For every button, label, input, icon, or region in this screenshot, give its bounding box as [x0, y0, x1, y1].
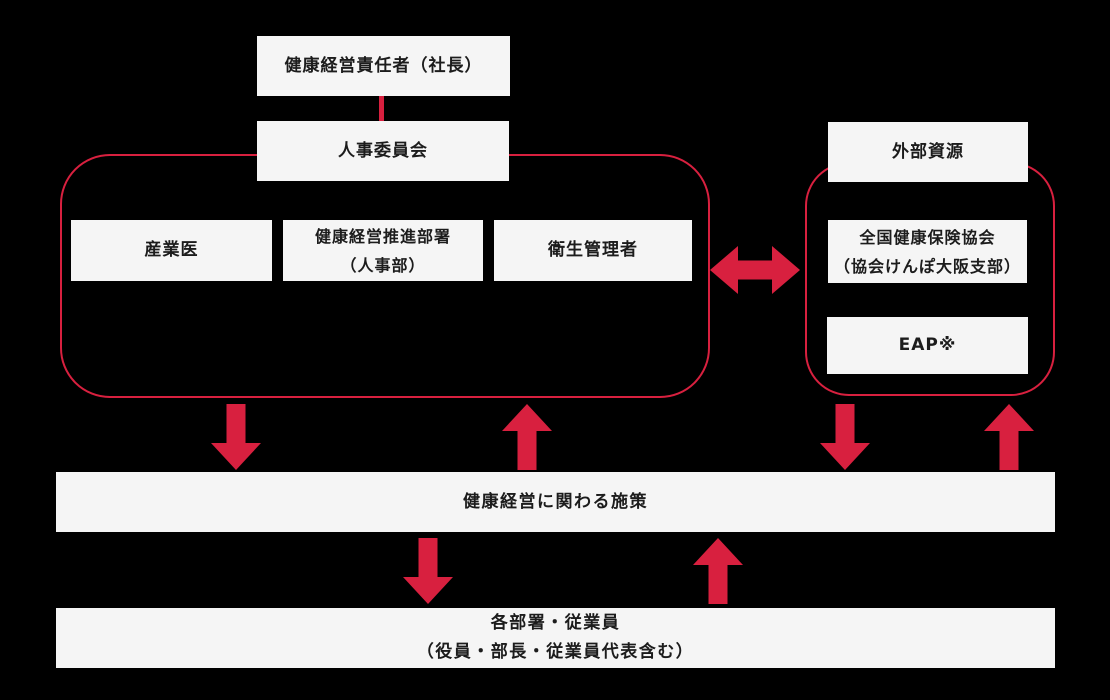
- insurance-association-label-line2: （協会けんぽ大阪支部）: [833, 256, 1021, 276]
- promotion-dept-label-line1: 健康経営推進部署: [314, 226, 451, 246]
- arrow-head: [502, 404, 552, 431]
- arrow-shaft: [708, 564, 728, 604]
- insurance-association-box: 全国健康保険協会 （協会けんぽ大阪支部）: [828, 220, 1027, 283]
- measures-to-external-up-arrow-icon: [984, 404, 1034, 470]
- hr-committee-box: 人事委員会: [257, 121, 509, 181]
- arrow-shaft: [735, 260, 775, 280]
- arrow-shaft: [418, 538, 438, 578]
- measures-to-employees-down-arrow-icon: [403, 538, 453, 604]
- arrow-shaft: [226, 404, 246, 444]
- sanitation-manager-label: 衛生管理者: [548, 240, 638, 260]
- external-to-measures-down-arrow-icon: [820, 404, 870, 470]
- internal-external-double-arrow-icon: [710, 246, 800, 294]
- arrow-head-right: [772, 246, 800, 294]
- sanitation-manager-box: 衛生管理者: [494, 220, 692, 281]
- arrow-shaft: [835, 404, 855, 444]
- ceo-box-label: 健康経営責任者（社長）: [284, 55, 483, 76]
- ceo-box: 健康経営責任者（社長）: [257, 36, 510, 96]
- employees-bar-label-line1: 各部署・従業員: [490, 613, 621, 633]
- measures-bar-label: 健康経営に関わる施策: [463, 491, 648, 512]
- external-resources-label: 外部資源: [892, 141, 964, 162]
- eap-label: EAP※: [898, 335, 957, 355]
- arrow-head: [820, 443, 870, 470]
- external-resources-box: 外部資源: [828, 122, 1028, 182]
- hr-committee-box-label: 人事委員会: [338, 140, 428, 161]
- eap-box: EAP※: [827, 317, 1028, 374]
- measures-bar: 健康経営に関わる施策: [56, 472, 1055, 532]
- internal-to-measures-down-arrow-icon: [211, 404, 261, 470]
- employees-bar: 各部署・従業員 （役員・部長・従業員代表含む）: [56, 608, 1055, 668]
- arrow-shaft: [999, 430, 1019, 470]
- arrow-shaft: [517, 430, 537, 470]
- employees-to-measures-up-arrow-icon: [693, 538, 743, 604]
- occupational-physician-label: 産業医: [144, 240, 199, 260]
- arrow-head: [984, 404, 1034, 431]
- ceo-hr-connector-line: [379, 96, 384, 123]
- arrow-head-left: [710, 246, 738, 294]
- measures-to-internal-up-arrow-icon: [502, 404, 552, 470]
- arrow-head: [693, 538, 743, 565]
- promotion-dept-box: 健康経営推進部署 （人事部）: [283, 220, 483, 281]
- employees-bar-label-line2: （役員・部長・従業員代表含む）: [416, 642, 695, 662]
- arrow-head: [403, 577, 453, 604]
- insurance-association-label-line1: 全国健康保険協会: [859, 227, 996, 247]
- promotion-dept-label-line2: （人事部）: [340, 255, 426, 275]
- occupational-physician-box: 産業医: [71, 220, 272, 281]
- arrow-head: [211, 443, 261, 470]
